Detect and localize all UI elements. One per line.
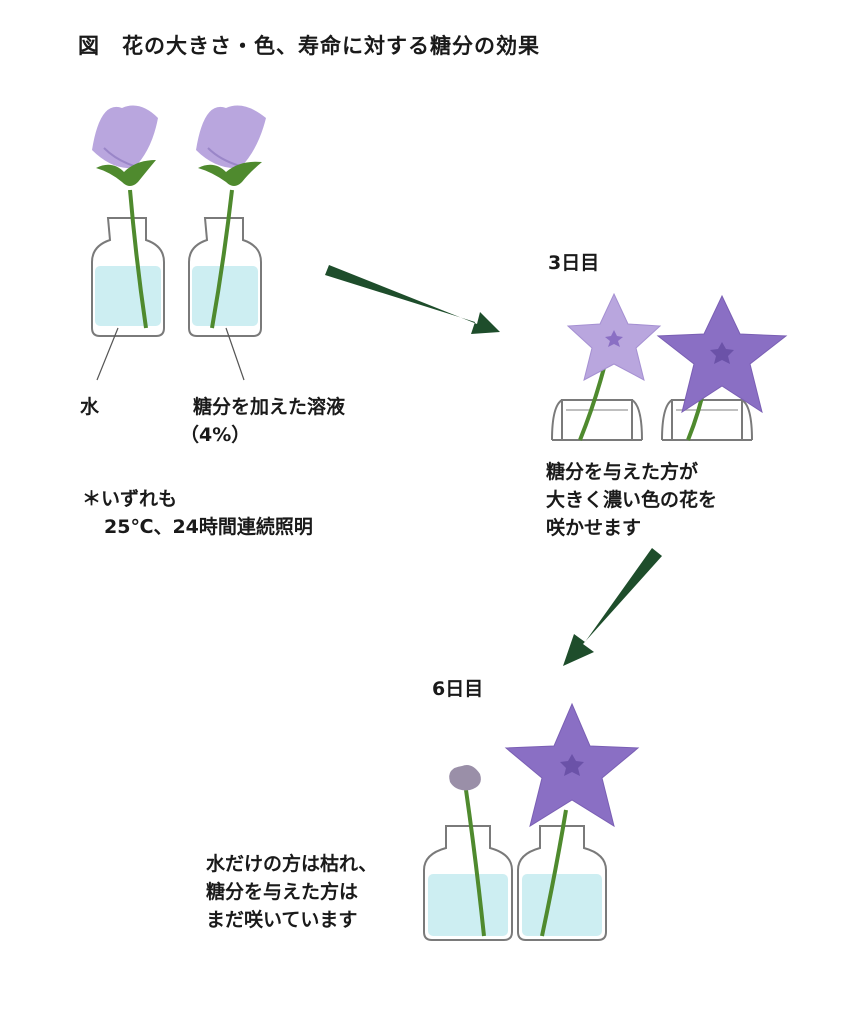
sepal [96,160,156,186]
day3-caption-line3: 咲かせます [546,517,642,539]
day3-label: 3日目 [548,252,600,274]
stage3-water-stem [464,789,486,937]
condition-note-line2: 25℃、24時間連続照明 [104,516,313,538]
sugar-solution-fill [522,874,602,936]
sepal [198,161,262,186]
stage3-wilted-flower [449,765,481,791]
figure-title-text: 花の大きさ・色、寿命に対する糖分の効果 [122,34,540,58]
water-leader-line [96,327,119,381]
sugar-concentration-label: （4%） [180,424,251,446]
stage1-sugar-flower [196,105,266,186]
stage1-water-bottle [91,217,165,337]
stage2-sugar-flower [656,294,788,414]
stage2-water-flower [566,292,662,381]
stage2-sugar-bottle [661,399,753,441]
sugar-solution-fill [192,266,258,326]
day6-caption-line1: 水だけの方は枯れ、 [206,853,378,875]
stage1-water-flower [92,105,158,186]
stage1-water-stem [128,189,148,329]
sugar-solution-label: 糖分を加えた溶液 [193,396,346,418]
water-fill [95,266,161,326]
figure-title: 図花の大きさ・色、寿命に対する糖分の効果 [78,30,540,60]
arrow-to-day3 [325,265,500,334]
stage3-blooming-flower [504,702,640,828]
stage3-sugar-bottle [517,825,607,941]
day6-caption: 水だけの方は枯れ、 糖分を与えた方は まだ咲いています [206,850,377,934]
day6-caption-line3: まだ咲いています [206,909,358,931]
day6-caption-line2: 糖分を与えた方は [206,881,359,903]
stage1-sugar-stem [210,189,234,329]
arrow-to-day6 [563,548,662,666]
stage3-water-bottle [423,825,513,941]
day3-caption-line2: 大きく濃い色の花を [546,489,718,511]
stage1-sugar-bottle [188,217,262,337]
stage3-sugar-stem [540,809,568,937]
figure-label: 図 [78,34,100,58]
stage2-water-bottle [551,399,643,441]
sugar-leader-line [225,327,245,381]
water-fill [428,874,508,936]
day3-caption: 糖分を与えた方が 大きく濃い色の花を 咲かせます [546,458,717,542]
day3-caption-line1: 糖分を与えた方が [546,461,699,483]
day6-label: 6日目 [432,678,484,700]
water-label: 水 [80,396,100,418]
condition-note-line1: ＊いずれも [82,488,178,510]
